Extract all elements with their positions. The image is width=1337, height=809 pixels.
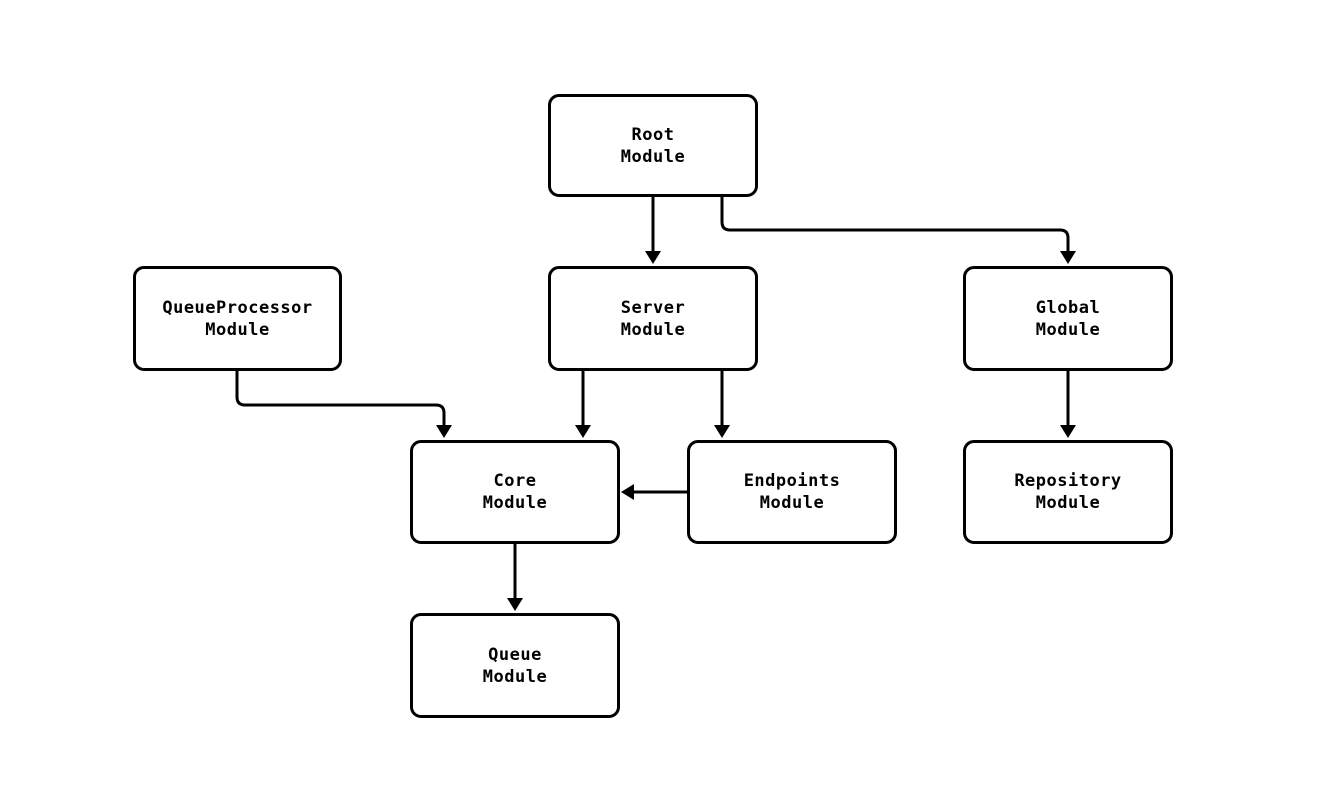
node-endpoints[interactable]: Endpoints Module (687, 440, 897, 544)
edge-endpoints-to-core (621, 484, 687, 500)
node-label-repository: Repository Module (1014, 471, 1122, 513)
edge-server-to-core (575, 371, 591, 438)
arrow-head-icon-core-to-queue (507, 598, 523, 611)
node-global[interactable]: Global Module (963, 266, 1173, 371)
edge-root-to-server (645, 197, 661, 264)
edge-server-to-endpoints (714, 371, 730, 438)
node-server[interactable]: Server Module (548, 266, 758, 371)
node-label-queue: Queue Module (482, 644, 548, 687)
arrow-head-icon-server-to-core (575, 425, 591, 438)
arrow-head-icon-queueprocessor-to-core (436, 425, 452, 438)
node-label-global: Global Module (1035, 297, 1101, 340)
node-label-root: Root Module (620, 124, 686, 167)
edge-core-to-queue (507, 544, 523, 611)
node-label-server: Server Module (620, 297, 686, 340)
node-repository[interactable]: Repository Module (963, 440, 1173, 544)
arrow-head-icon-server-to-endpoints (714, 425, 730, 438)
edge-line-queueprocessor-to-core (235, 371, 446, 426)
edge-global-to-repository (1060, 371, 1076, 438)
edge-queueprocessor-to-core (235, 371, 452, 438)
arrow-head-icon-global-to-repository (1060, 425, 1076, 438)
arrow-head-icon-root-to-global (1060, 251, 1076, 264)
edge-line-root-to-global (720, 197, 1070, 252)
edge-root-to-global (720, 197, 1076, 264)
node-queue[interactable]: Queue Module (410, 613, 620, 718)
node-label-core: Core Module (482, 471, 548, 513)
node-label-queueprocessor: QueueProcessor Module (162, 297, 313, 340)
node-core[interactable]: Core Module (410, 440, 620, 544)
node-root[interactable]: Root Module (548, 94, 758, 197)
arrow-head-icon-root-to-server (645, 251, 661, 264)
arrow-head-icon-endpoints-to-core (621, 484, 634, 500)
node-queueprocessor[interactable]: QueueProcessor Module (133, 266, 342, 371)
node-label-endpoints: Endpoints Module (743, 471, 841, 513)
